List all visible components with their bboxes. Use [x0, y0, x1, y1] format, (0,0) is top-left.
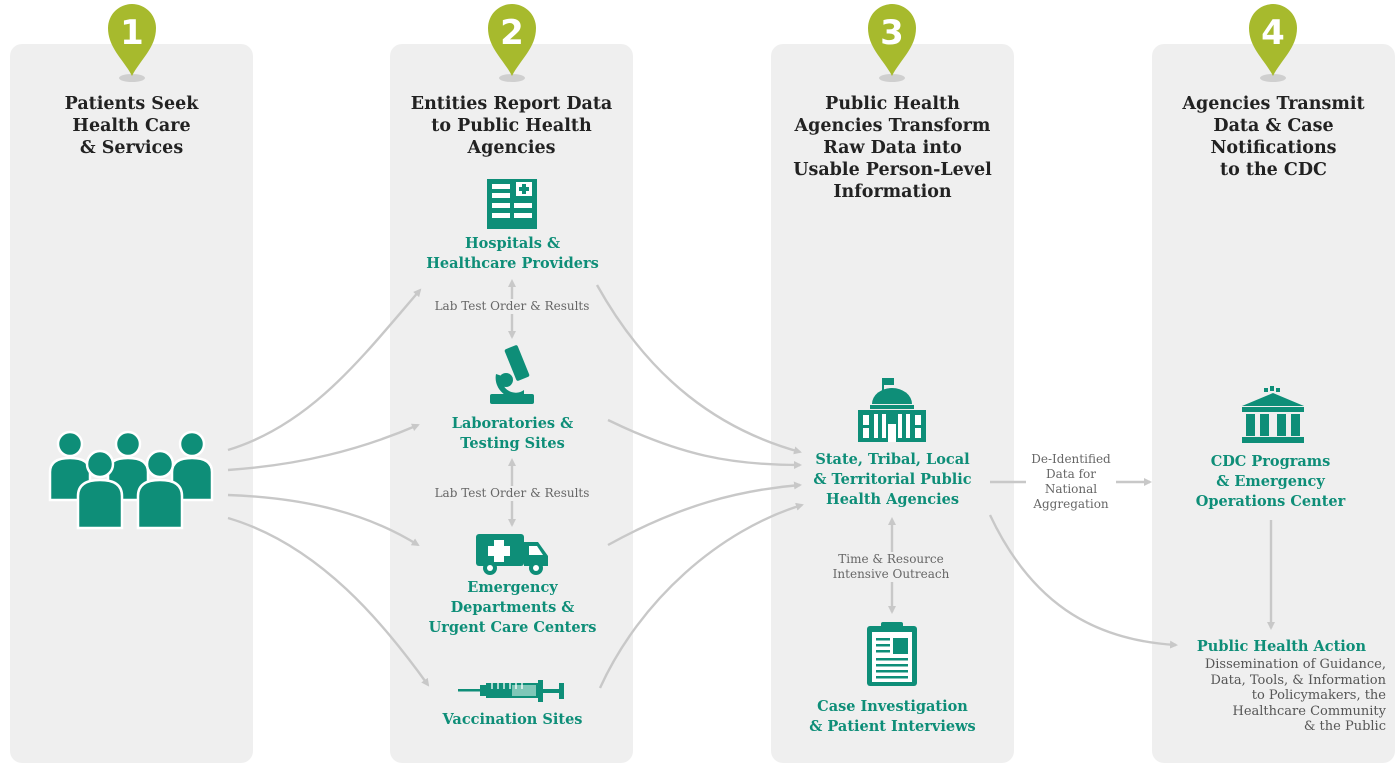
microscope-icon	[490, 345, 534, 404]
arrow-hospitals-agencies	[595, 284, 802, 455]
arrow-agencies-action	[988, 514, 1178, 649]
labs-label: Laboratories & Testing Sites	[451, 415, 574, 452]
step-1-title: Patients Seek Health Care & Services	[64, 94, 199, 158]
hospitals-label: Hospitals & Healthcare Providers	[426, 235, 599, 272]
step-4-title: Agencies Transmit Data & Case Notificati…	[1182, 94, 1365, 180]
outreach-label: Time & Resource Intensive Outreach	[816, 552, 966, 582]
cdc-label: CDC Programs & Emergency Operations Cent…	[1195, 453, 1346, 510]
emergency-label: Emergency Departments & Urgent Care Cent…	[428, 579, 597, 636]
step-1-number: 1	[120, 13, 144, 53]
step-2-title: Entities Report Data to Public Health Ag…	[410, 94, 613, 158]
syringe-icon	[458, 680, 564, 702]
public-health-action-text: Dissemination of Guidance, Data, Tools, …	[1204, 657, 1386, 734]
capitol-building-icon	[858, 378, 926, 442]
step-3-number: 3	[880, 13, 904, 53]
public-health-action-title: Public Health Action	[1196, 638, 1366, 655]
step-1-pin-icon: 1	[108, 4, 156, 82]
hospital-icon	[487, 179, 537, 229]
people-icon	[48, 430, 214, 530]
arrow-labs-agencies	[607, 418, 802, 469]
step-2-number: 2	[500, 13, 524, 53]
arrow-people-emergency	[227, 493, 420, 547]
deidentified-label: De-Identified Data for National Aggregat…	[1026, 452, 1116, 512]
step-2-pin-icon: 2	[488, 4, 536, 82]
arrow-emergency-agencies	[607, 481, 802, 547]
step-4-pin-icon: 4	[1249, 4, 1297, 82]
ambulance-icon	[476, 534, 548, 575]
arrow-people-vaccination	[227, 516, 430, 687]
case-investigation-label: Case Investigation & Patient Interviews	[809, 698, 976, 735]
step-3-title: Public Health Agencies Transform Raw Dat…	[793, 94, 992, 202]
cdc-building-icon	[1242, 386, 1304, 443]
step-1-panel	[10, 44, 253, 763]
clipboard-icon	[867, 622, 917, 686]
arrow-people-labs	[227, 423, 420, 472]
step-4-number: 4	[1261, 13, 1285, 53]
agencies-label: State, Tribal, Local & Territorial Publi…	[813, 451, 972, 508]
vaccination-label: Vaccination Sites	[442, 711, 583, 728]
arrow-vaccination-agencies	[598, 502, 804, 689]
lab-order-label-1: Lab Test Order & Results	[420, 299, 604, 314]
step-3-pin-icon: 3	[868, 4, 916, 82]
arrow-people-hospitals	[227, 288, 422, 452]
lab-order-label-2: Lab Test Order & Results	[420, 486, 604, 501]
